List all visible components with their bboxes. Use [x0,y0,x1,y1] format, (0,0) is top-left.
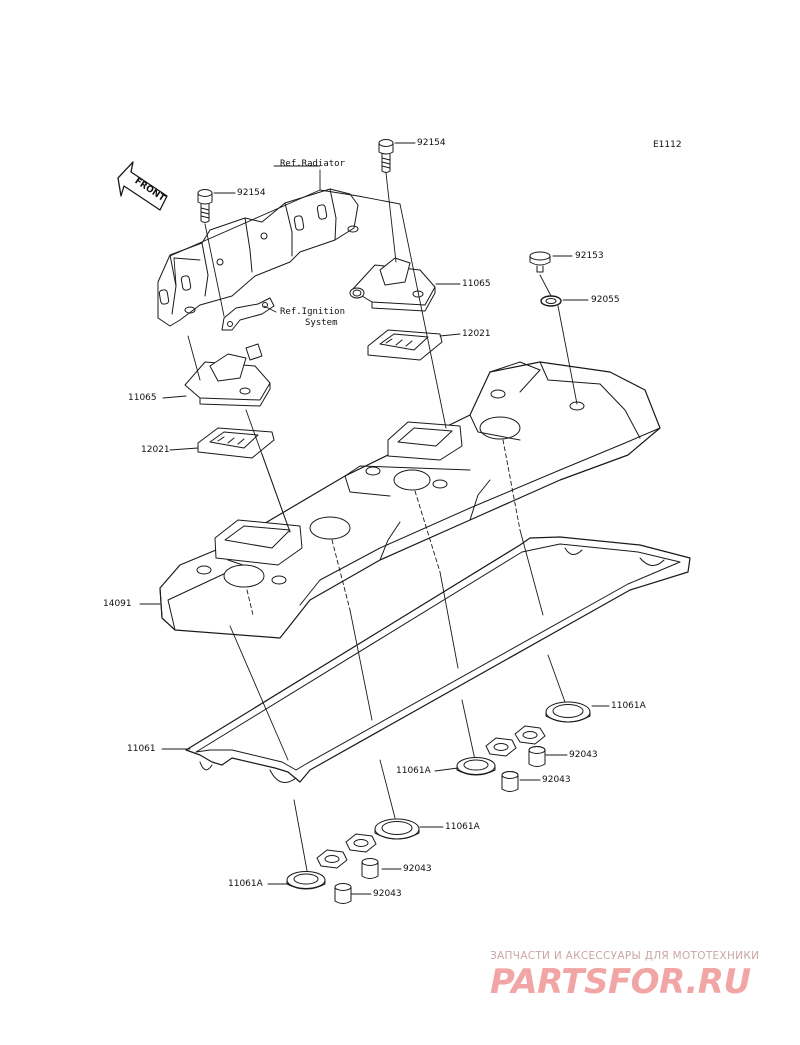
part-label-11061A-l2[interactable]: 11061A [228,879,263,889]
part-label-11065-left[interactable]: 11065 [128,393,157,403]
part-label-11061A-r2[interactable]: 11061A [396,766,431,776]
leader-lines [139,142,610,895]
part-label-92154-left[interactable]: 92154 [237,188,266,198]
part-label-11061[interactable]: 11061 [127,744,156,754]
part-label-11065-right[interactable]: 11065 [462,279,491,289]
front-arrow-icon: FRONT [117,161,168,211]
part-label-11061A-r1[interactable]: 11061A [611,701,646,711]
seal-ring-right-1 [514,725,546,745]
ref-radiator-label: Ref.Radiator [280,159,346,169]
part-label-92043-l2[interactable]: 92043 [373,889,402,899]
part-label-92043-r2[interactable]: 92043 [542,775,571,785]
part-label-92055[interactable]: 92055 [591,295,620,305]
part-label-92154-top[interactable]: 92154 [417,138,446,148]
gasket-11061 [185,536,691,783]
gasket-11061A-left-2 [286,871,326,890]
part-label-92043-r1[interactable]: 92043 [569,750,598,760]
part-label-92043-l1[interactable]: 92043 [403,864,432,874]
ref-ignition-line1: Ref.Ignition [280,307,346,317]
ignition-bracket [221,297,275,331]
part-label-92153[interactable]: 92153 [575,251,604,261]
plate-12021-right [367,329,443,361]
collar-92043-left-1 [361,858,379,879]
watermark-tagline: ЗАПЧАСТИ И АКСЕССУАРЫ ДЛЯ МОТОТЕХНИКИ [490,950,760,962]
gasket-11061A-right-2 [456,757,496,776]
washer-92055 [540,295,562,307]
collar-92043-right-2 [501,771,519,792]
part-label-11061A-l1[interactable]: 11061A [445,822,480,832]
cover-11065-left [184,343,271,407]
seal-ring-right-2 [485,737,517,757]
plate-12021-left [197,427,275,459]
part-label-12021-right[interactable]: 12021 [462,329,491,339]
collar-92043-left-2 [334,883,352,904]
seal-ring-left-1 [345,833,377,853]
bolt-92154-top [378,139,394,173]
radiator-bracket [157,188,359,327]
collar-92043-right-1 [528,746,546,767]
bolt-92153 [529,251,551,273]
part-label-12021-left[interactable]: 12021 [141,445,170,455]
diagram-code: E1112 [653,140,682,150]
gasket-11061A-right-1 [545,701,591,723]
cover-11065-right [349,257,436,312]
bolt-92154-left [197,189,213,223]
ref-ignition-line2: System [305,318,338,328]
seal-ring-left-2 [316,849,348,869]
part-label-14091[interactable]: 14091 [103,599,132,609]
gasket-11061A-left-1 [374,818,420,840]
watermark-logo: PARTSFOR.RU [490,962,751,1002]
